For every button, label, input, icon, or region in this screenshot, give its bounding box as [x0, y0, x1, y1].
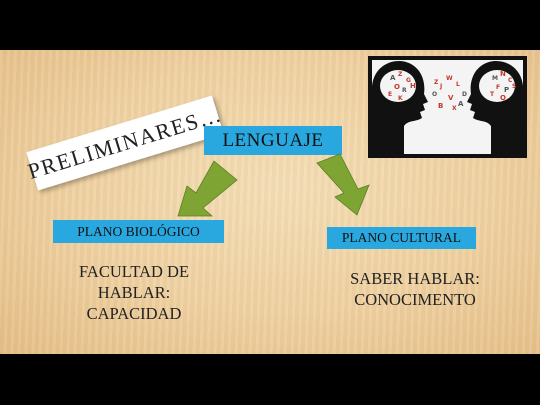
scatter-letter: E [388, 91, 392, 98]
scatter-letter: L [456, 81, 460, 88]
scatter-letter: A [390, 74, 396, 82]
scatter-letter: P [504, 86, 509, 94]
scatter-letter: X [452, 105, 457, 112]
left-branch-caption: FACULTAD DE HABLAR: CAPACIDAD [58, 261, 210, 324]
scatter-letter: M [492, 75, 498, 82]
scatter-letter: D [462, 91, 467, 98]
scatter-letter: C [508, 77, 513, 84]
scatter-letter: K [398, 95, 403, 102]
caption-line: SABER HABLAR: [350, 269, 480, 288]
slide: PRELIMINARES… LENGUAJE PLANO BIOLÓGICO P… [0, 50, 540, 354]
scatter-letter: B [438, 102, 443, 110]
scatter-letter: F [496, 84, 500, 91]
scatter-letter: V [448, 94, 454, 102]
caption-line: HABLAR: [97, 283, 171, 302]
scatter-letter: W [446, 75, 453, 82]
caption-line: CAPACIDAD [86, 304, 182, 323]
scatter-letter: G [406, 77, 411, 84]
right-branch-label: PLANO CULTURAL [341, 230, 462, 245]
right-branch-box: PLANO CULTURAL [327, 227, 476, 249]
scatter-letter: O [394, 83, 400, 91]
scatter-letter: O [432, 91, 437, 98]
scatter-letter: N [500, 70, 506, 78]
arrows [177, 153, 370, 217]
arrow-left-icon [177, 160, 238, 217]
scatter-letter: Q [500, 94, 506, 102]
left-branch-box: PLANO BIOLÓGICO [53, 220, 224, 243]
right-branch-caption: SABER HABLAR: CONOCIMENTO [332, 268, 498, 310]
main-concept-label: LENGUAJE [222, 129, 324, 151]
main-concept-box: LENGUAJE [204, 126, 342, 155]
scatter-letter: Z [398, 71, 403, 78]
scatter-letter: S [512, 83, 516, 90]
scatter-letter: Z [434, 79, 439, 86]
caption-line: FACULTAD DE [78, 262, 190, 281]
scatter-letter: T [490, 91, 495, 98]
arrow-right-icon [316, 153, 370, 216]
scatter-letter: J [439, 83, 442, 90]
left-branch-label: PLANO BIOLÓGICO [77, 223, 200, 239]
scatter-letter: R [402, 87, 407, 94]
scatter-letter: A [458, 100, 464, 108]
caption-line: CONOCIMENTO [354, 290, 476, 309]
scatter-letter: H [410, 82, 416, 90]
